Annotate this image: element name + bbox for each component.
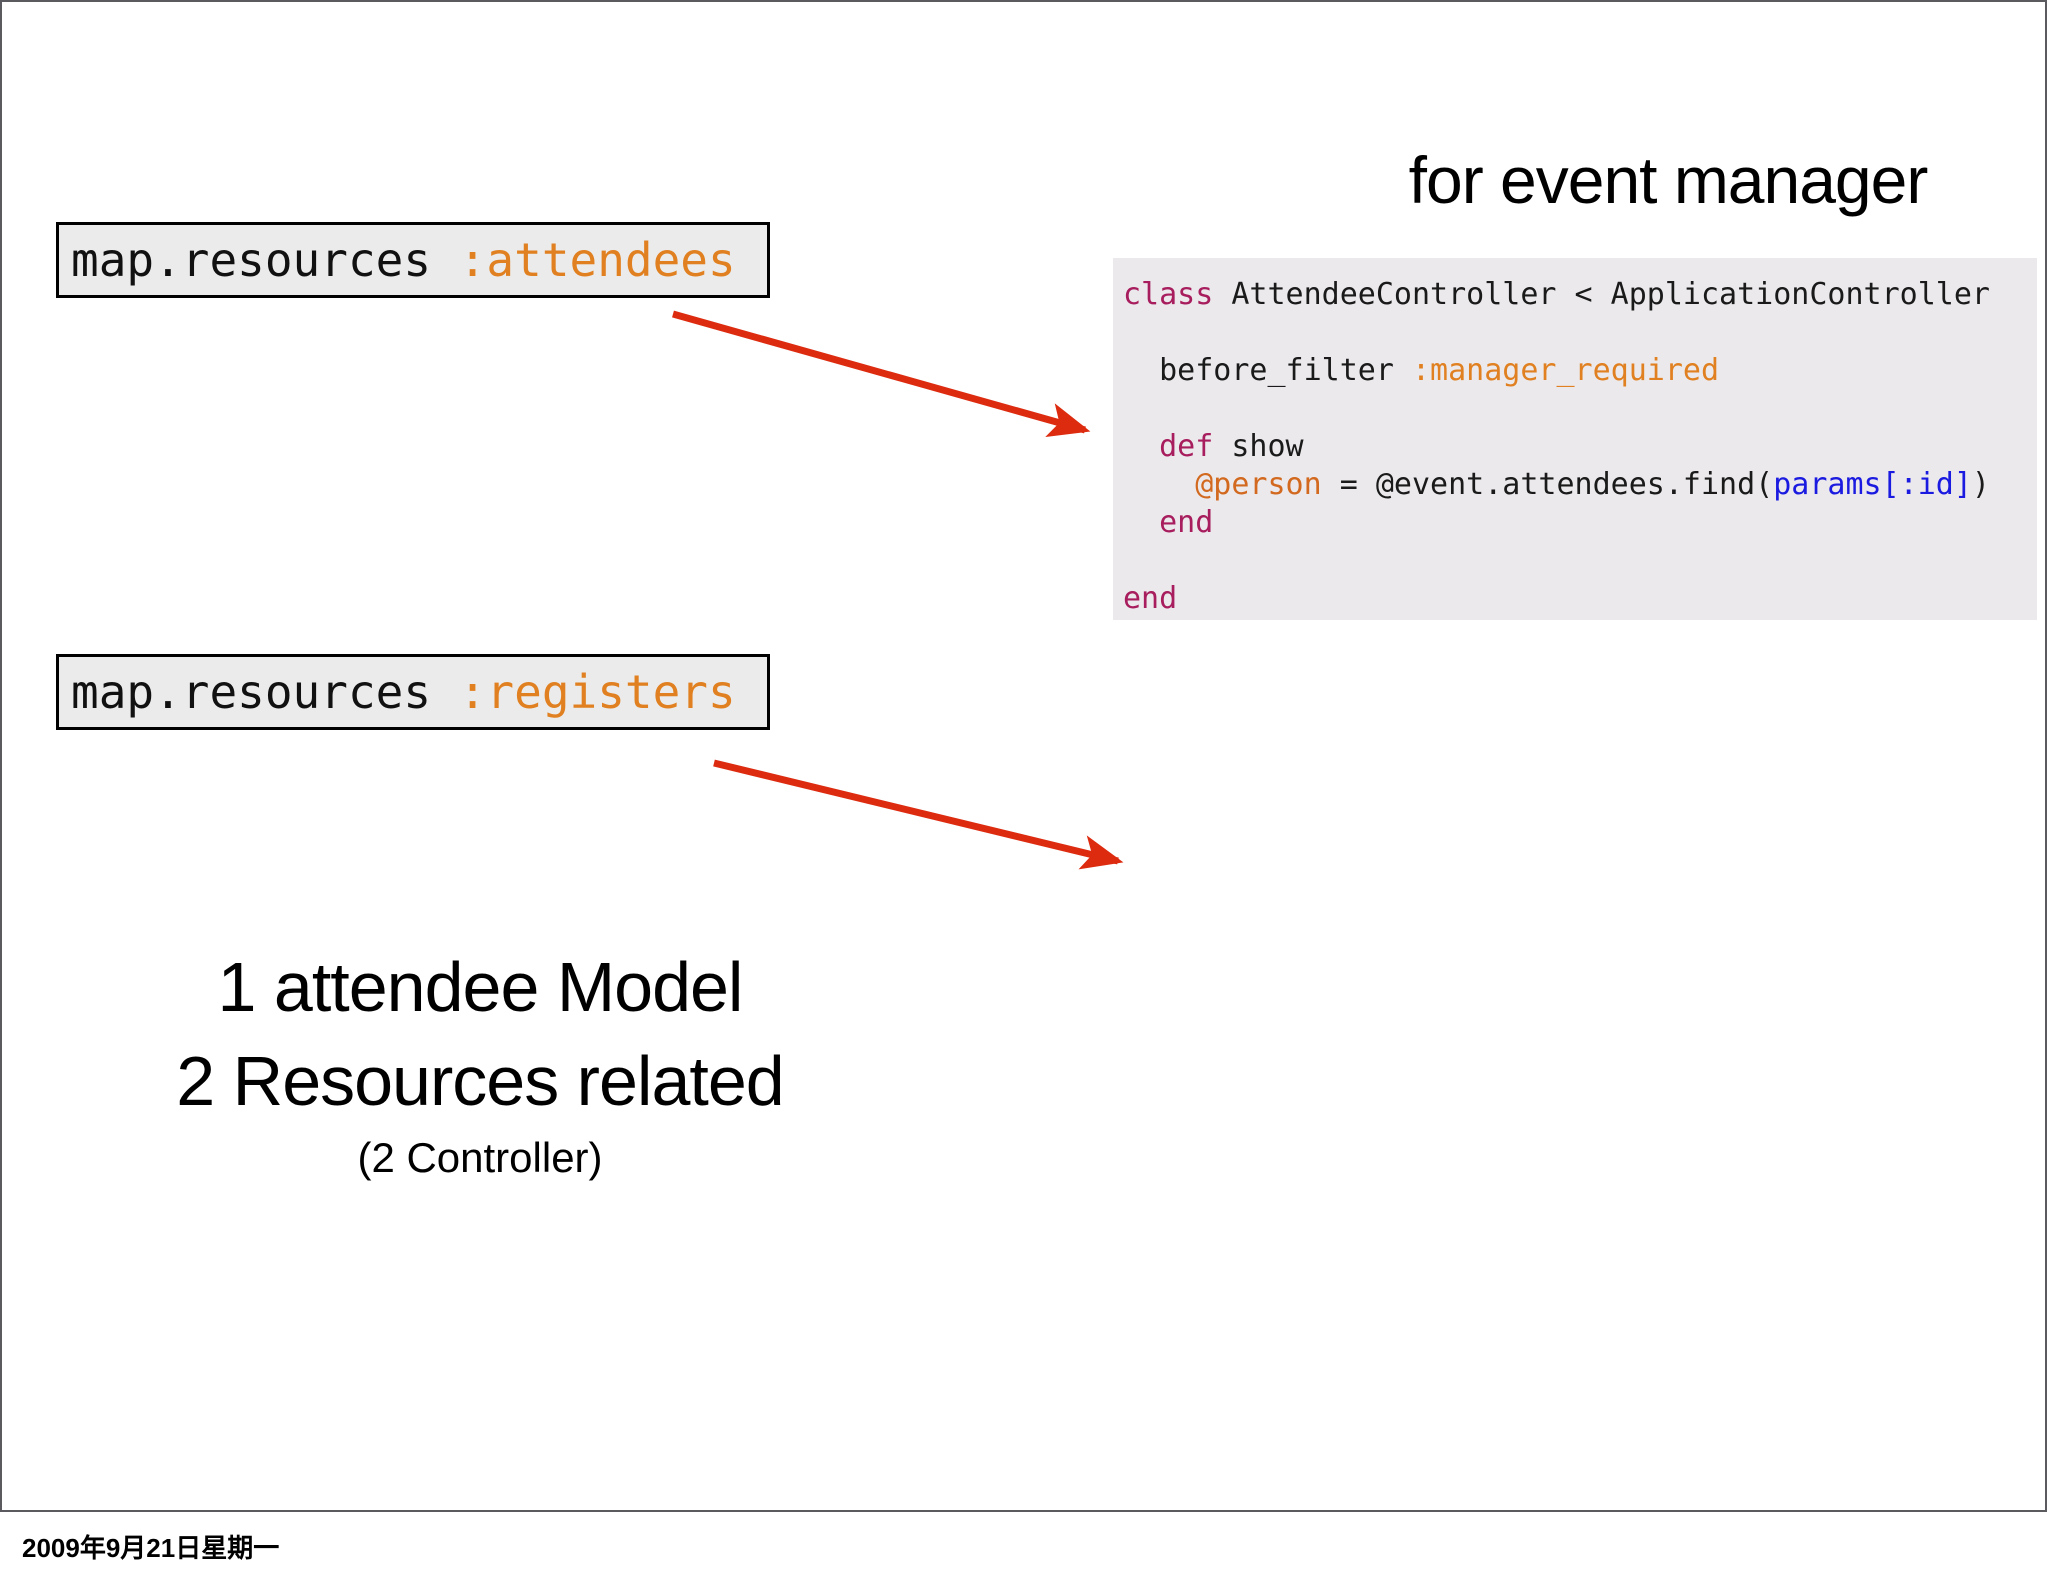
code-token: end	[1123, 581, 1178, 616]
code-token: :manager_required	[1411, 353, 1720, 388]
summary-line-model: 1 attendee Model	[217, 948, 744, 1026]
code-line: class AttendeeController < ApplicationCo…	[1123, 276, 2037, 314]
code-token: params[:id]	[1773, 467, 1972, 502]
code-line	[1123, 390, 2037, 428]
code-line: before_filter :manager_required	[1123, 352, 2037, 390]
route-symbol-attendees: :attendees	[458, 233, 736, 287]
route-symbol-registers: :registers	[458, 665, 736, 719]
code-line: @person = @event.attendees.find(params[:…	[1123, 466, 2037, 504]
code-line: end	[1123, 504, 2037, 542]
footer-date: 2009年9月21日星期一	[22, 1533, 280, 1563]
code-line	[1123, 542, 2037, 580]
code-line	[1123, 314, 2037, 352]
code-token: = @event.attendees.find(	[1321, 467, 1774, 502]
route-prefix-registers: map.resources	[71, 665, 459, 719]
code-line: end	[1123, 580, 2037, 618]
summary-block: 1 attendee Model 2 Resources related (2 …	[60, 940, 900, 1188]
code-token: before_filter	[1123, 353, 1412, 388]
code-token: @person	[1123, 467, 1322, 502]
code-line: def show	[1123, 428, 2037, 466]
code-token: show	[1231, 429, 1304, 464]
summary-line-controller: (2 Controller)	[357, 1134, 603, 1181]
route-box-attendees: map.resources :attendees	[56, 222, 770, 298]
code-token: class	[1123, 277, 1232, 312]
code-token: AttendeeController < ApplicationControll…	[1231, 277, 1990, 312]
summary-line-resources: 2 Resources related	[176, 1042, 784, 1120]
route-box-registers: map.resources :registers	[56, 654, 770, 730]
code-token: def	[1123, 429, 1232, 464]
code-token: )	[1971, 467, 1990, 502]
code-token: end	[1123, 505, 1214, 540]
route-prefix-attendees: map.resources	[71, 233, 459, 287]
code-block-attendee-controller: class AttendeeController < ApplicationCo…	[1113, 258, 2037, 620]
section-title: for event manager	[1408, 143, 1929, 217]
